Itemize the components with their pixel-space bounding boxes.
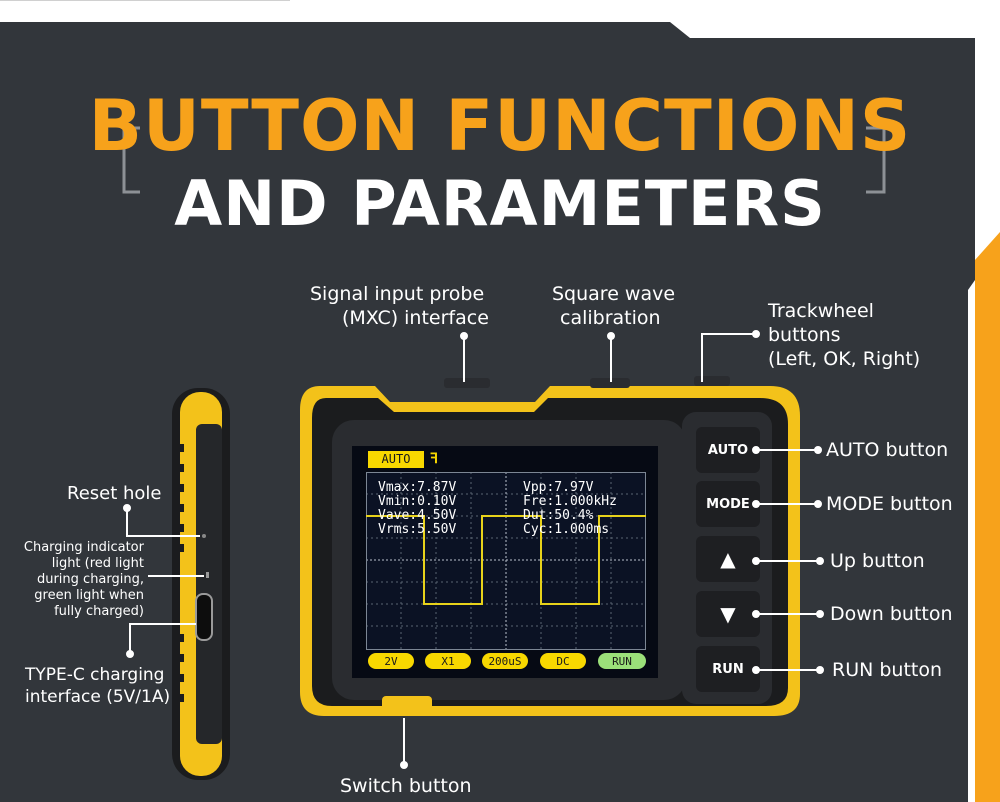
square-wave-label-1: Square wave <box>552 283 676 305</box>
typec-label-2: interface (5V/1A) <box>25 687 171 707</box>
readout-vmin: Vmin:0.10V <box>378 494 457 509</box>
up-button-label: Up button <box>830 550 925 572</box>
mode-button[interactable]: MODE <box>696 481 760 527</box>
readout-vave: Vave:4.50V <box>378 508 457 523</box>
trackwheel-label-3: (Left, OK, Right) <box>768 348 921 370</box>
charging-indicator-line-2: light (red light <box>51 556 144 571</box>
readout-frequency: Fre:1.000kHz <box>523 494 617 509</box>
auto-button-label: AUTO button <box>826 439 949 461</box>
coupling-pill: DC <box>540 653 586 669</box>
charging-indicator-label: Charging indicator light (red light duri… <box>8 540 144 620</box>
readout-duty: Dut:50.4% <box>523 508 594 523</box>
charging-indicator-line-5: fully charged) <box>54 604 144 619</box>
title-line-2: AND PARAMETERS <box>174 167 826 240</box>
run-status-pill: RUN <box>598 653 646 669</box>
signal-input-label-2: (MXC) interface <box>342 307 489 329</box>
trackwheel-label-1: Trackwheel <box>768 300 874 322</box>
reset-hole-label: Reset hole <box>67 483 162 504</box>
waveform-plot <box>366 472 646 650</box>
up-button[interactable]: ▲ <box>696 536 760 582</box>
signal-input-label-1: Signal input probe <box>310 283 485 305</box>
probe-mult-pill: X1 <box>425 653 471 669</box>
typec-label-1: TYPE-C charging <box>25 665 165 685</box>
device-side-view <box>172 388 230 780</box>
readout-cycle: Cyc:1.000ms <box>523 522 610 537</box>
mode-button-label: MODE button <box>826 493 953 515</box>
switch-button-label: Switch button <box>340 775 472 797</box>
trackwheel-label-2: buttons <box>768 324 841 346</box>
charging-indicator-line-4: green light when <box>34 588 144 603</box>
title-line-1: BUTTON FUNCTIONS <box>88 85 912 167</box>
run-button[interactable]: RUN <box>696 646 760 692</box>
run-button-label: RUN button <box>832 659 943 681</box>
mode-tag: AUTO <box>368 451 424 468</box>
voltage-scale-pill: 2V <box>368 653 414 669</box>
charging-indicator-line-3: during charging, <box>36 572 144 587</box>
down-button[interactable]: ▼ <box>696 591 760 637</box>
square-wave-label-2: calibration <box>560 307 661 329</box>
readout-vrms: Vrms:5.50V <box>378 522 457 537</box>
readout-vpp: Vpp:7.97V <box>523 480 594 495</box>
charging-indicator-line-1: Charging indicator <box>23 540 144 555</box>
timebase-pill: 200uS <box>482 653 528 669</box>
auto-button[interactable]: AUTO <box>696 427 760 473</box>
down-button-label: Down button <box>830 603 953 625</box>
readout-vmax: Vmax:7.87V <box>378 480 457 495</box>
trigger-icon: ꟻ <box>430 450 439 466</box>
